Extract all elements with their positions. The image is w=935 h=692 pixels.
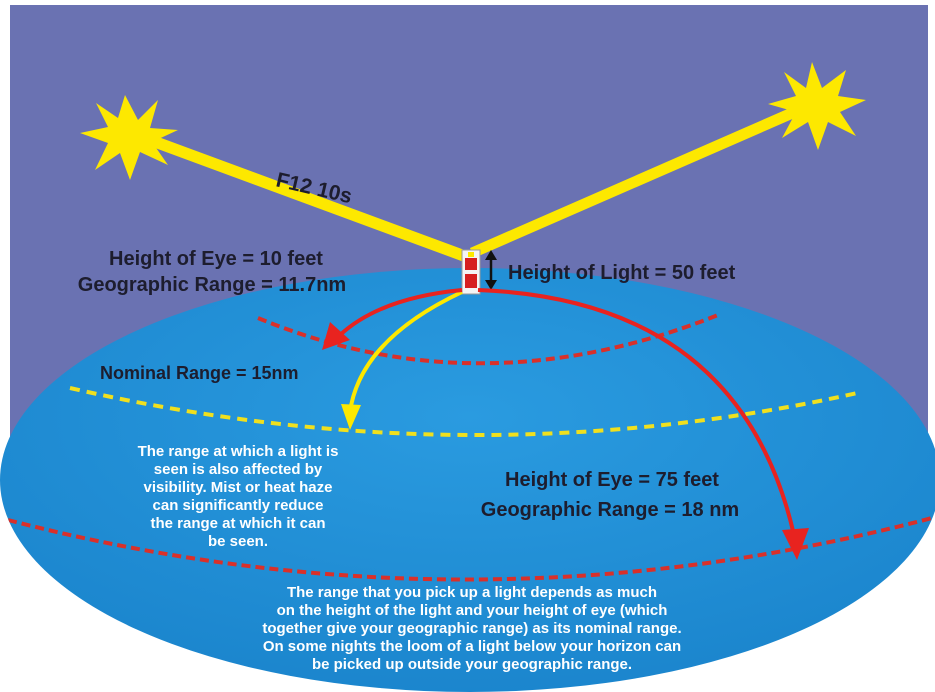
visibility-note-line: seen is also affected by — [154, 461, 323, 478]
geographic-range-ring-high — [7, 516, 933, 582]
geographic-range-arrow-high — [477, 288, 796, 536]
range-note-line: On some nights the loom of a light below… — [263, 638, 681, 655]
lighthouse-icon — [461, 249, 481, 295]
geographic-range-arrowhead-low — [322, 322, 350, 350]
geographic-range-ring-low — [257, 313, 719, 366]
visibility-note-line: be seen. — [208, 533, 268, 550]
visibility-note-line: visibility. Mist or heat haze — [144, 479, 333, 496]
geographic-range-arrow-low — [338, 288, 463, 337]
visibility-note-line: The range at which a light is — [138, 443, 339, 460]
low-height-of-eye-label: Height of Eye = 10 feet — [109, 248, 323, 270]
range-note-line: on the height of the light and your heig… — [277, 602, 668, 619]
visibility-note-line: can significantly reduce — [153, 497, 324, 514]
right-flash-starburst-icon — [768, 62, 866, 150]
range-note-line: The range that you pick up a light depen… — [287, 584, 657, 601]
visibility-note-line: the range at which it can — [150, 515, 325, 532]
nominal-range-arrowhead — [341, 404, 361, 430]
sea-surface — [0, 268, 935, 692]
visibility-note: The range at which a light is seen is al… — [138, 443, 339, 550]
high-geographic-range-label: Geographic Range = 18 nm — [481, 499, 739, 521]
height-of-light-double-arrow-icon — [485, 250, 497, 290]
range-note-line: together give your geographic range) as … — [262, 620, 681, 637]
low-geographic-range-label: Geographic Range = 11.7nm — [78, 274, 346, 296]
nominal-range-ring — [69, 386, 863, 438]
light-beam-right — [470, 100, 813, 258]
range-note: The range that you pick up a light depen… — [262, 584, 681, 673]
light-beam-left — [120, 125, 470, 262]
nominal-range-arrow — [348, 290, 463, 413]
nominal-range-label: Nominal Range = 15nm — [100, 363, 299, 383]
geographic-range-arrowhead-high — [782, 528, 809, 560]
range-note-line: be picked up outside your geographic ran… — [312, 656, 632, 673]
height-of-light-label: Height of Light = 50 feet — [508, 262, 736, 284]
high-height-of-eye-label: Height of Eye = 75 feet — [505, 469, 719, 491]
left-flash-starburst-icon — [80, 95, 178, 180]
